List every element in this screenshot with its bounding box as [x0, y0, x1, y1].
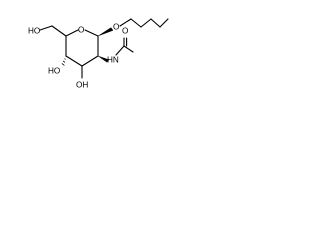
hexyl-glycoside	[97, 18, 169, 37]
bond-cc-cd	[150, 18, 161, 28]
bond-c5-c6	[51, 25, 67, 37]
bond-o5-c1	[84, 29, 99, 37]
amide-nitrogen-label: HN	[107, 56, 119, 65]
bond-o1-ca	[119, 18, 132, 27]
pyranose-ring	[65, 29, 99, 67]
c6-hydroxyl-label: HO	[28, 27, 40, 36]
acetyl-group	[115, 37, 134, 56]
bond-cd-ce	[159, 18, 169, 28]
c6-hydroxymethyl	[39, 25, 67, 37]
c4-hashed-bond	[61, 56, 67, 66]
bond-c5-o5	[65, 29, 79, 37]
bond-cb-cc	[140, 18, 152, 28]
bond-c6-o6	[39, 25, 53, 31]
c4-hydroxyl-label: HO	[48, 67, 60, 76]
bond-c1-o1-wedge	[97, 27, 114, 37]
carbonyl-oxygen-label: O	[122, 27, 128, 36]
hexyl-acetylglucosaminide-structure: O O HO HO OH HN O	[28, 18, 169, 90]
bond-cacyl-ch3	[123, 45, 134, 53]
bond-c2-c3	[81, 55, 99, 67]
bond-c3-c4	[65, 55, 83, 67]
glycosidic-oxygen-label: O	[113, 23, 119, 32]
bond-ca-cb	[130, 18, 142, 28]
bond-c2-n-wedge	[97, 55, 110, 63]
ring-oxygen-label: O	[78, 26, 84, 35]
bond-n-cacyl	[115, 45, 125, 56]
c3-hydroxyl-label: OH	[76, 81, 88, 90]
